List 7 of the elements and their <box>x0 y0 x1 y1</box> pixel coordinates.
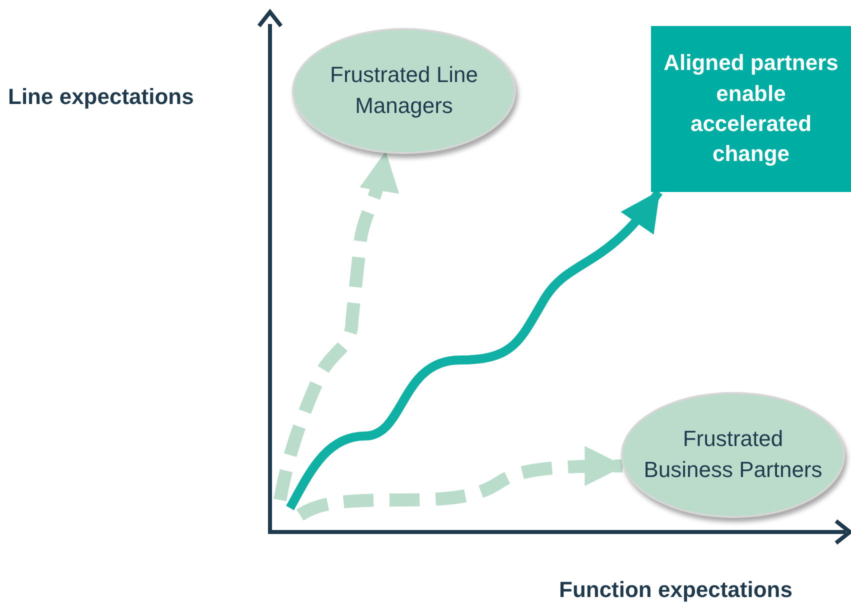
dashed-arrow <box>296 446 625 521</box>
highlight-box: Aligned partners enable accelerated change <box>651 26 851 192</box>
ellipse-node: Frustrated Line Managers <box>292 28 516 154</box>
axis-label: Line expectations <box>8 84 194 110</box>
dashed-arrow <box>274 151 398 502</box>
axis-label: Function expectations <box>559 577 792 603</box>
ellipse-node: Frustrated Business Partners <box>621 392 845 518</box>
